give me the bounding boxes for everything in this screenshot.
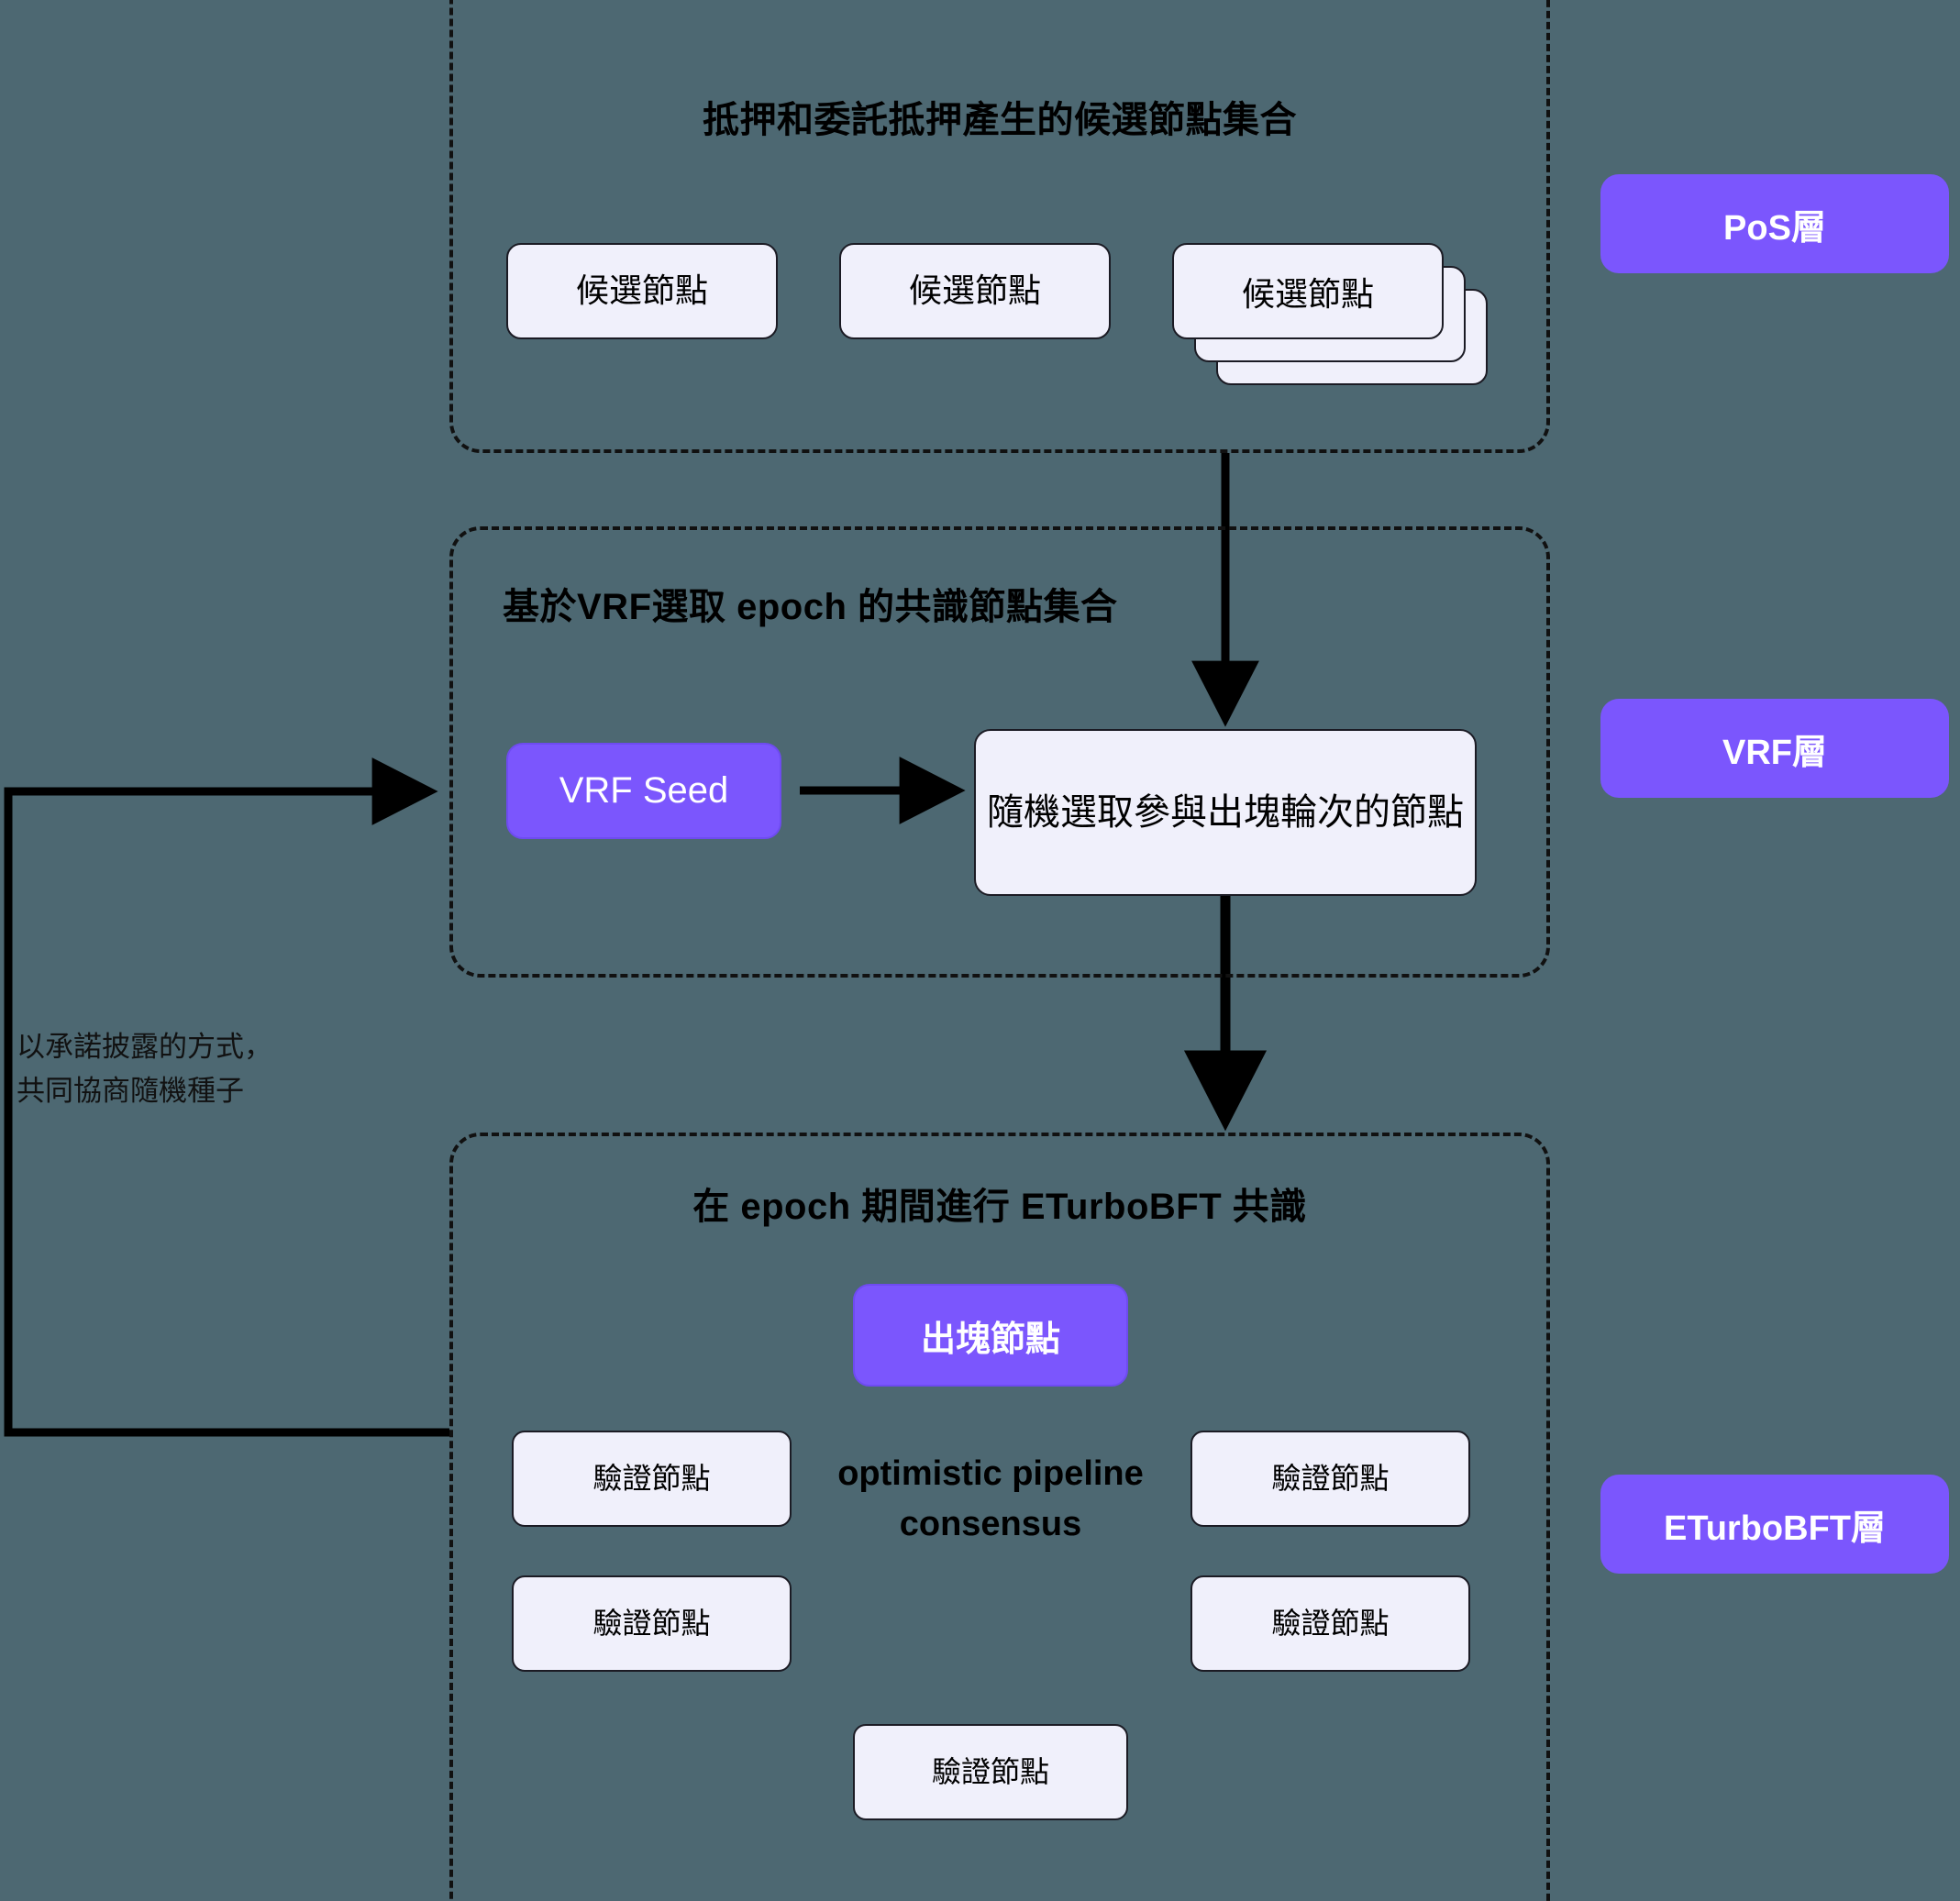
proposer-node-box[interactable]: 出塊節點 bbox=[853, 1284, 1128, 1387]
candidate-node-card[interactable]: 候選節點 bbox=[839, 243, 1111, 339]
vrf-seed-box[interactable]: VRF Seed bbox=[506, 743, 781, 839]
pos-layer-title: 抵押和委託抵押產生的候選節點集合 bbox=[703, 100, 1297, 140]
candidate-node-card[interactable]: 候選節點 bbox=[506, 243, 778, 339]
validator-node-card[interactable]: 驗證節點 bbox=[1190, 1575, 1470, 1672]
validator-node-card[interactable]: 驗證節點 bbox=[512, 1431, 792, 1527]
layer-tag-vrf[interactable]: VRF層 bbox=[1600, 699, 1949, 798]
vrf-selected-node-box[interactable]: 隨機選取參與出塊輪次的節點 bbox=[974, 729, 1477, 896]
pos-layer-container bbox=[449, 0, 1550, 453]
layer-tag-pos[interactable]: PoS層 bbox=[1600, 174, 1949, 273]
eturbobft-layer-title: 在 epoch 期間進行 ETurboBFT 共識 bbox=[692, 1187, 1307, 1227]
validator-node-card[interactable]: 驗證節點 bbox=[853, 1724, 1128, 1820]
eturbobft-layer-container bbox=[449, 1133, 1550, 1901]
candidate-node-stack[interactable]: 候選節點 bbox=[1172, 243, 1502, 390]
vrf-layer-title: 基於VRF選取 epoch 的共識節點集合 bbox=[503, 587, 1118, 627]
seed-negotiation-note: 以承諾披露的方式， 共同協商隨機種子 bbox=[17, 1031, 272, 1108]
candidate-node-card[interactable]: 候選節點 bbox=[1172, 243, 1444, 339]
vrf-layer-container bbox=[449, 526, 1550, 978]
pipeline-consensus-label: optimistic pipeline consensus bbox=[837, 1454, 1144, 1544]
validator-node-card[interactable]: 驗證節點 bbox=[512, 1575, 792, 1672]
validator-node-card[interactable]: 驗證節點 bbox=[1190, 1431, 1470, 1527]
layer-tag-eturbobft[interactable]: ETurboBFT層 bbox=[1600, 1475, 1949, 1574]
